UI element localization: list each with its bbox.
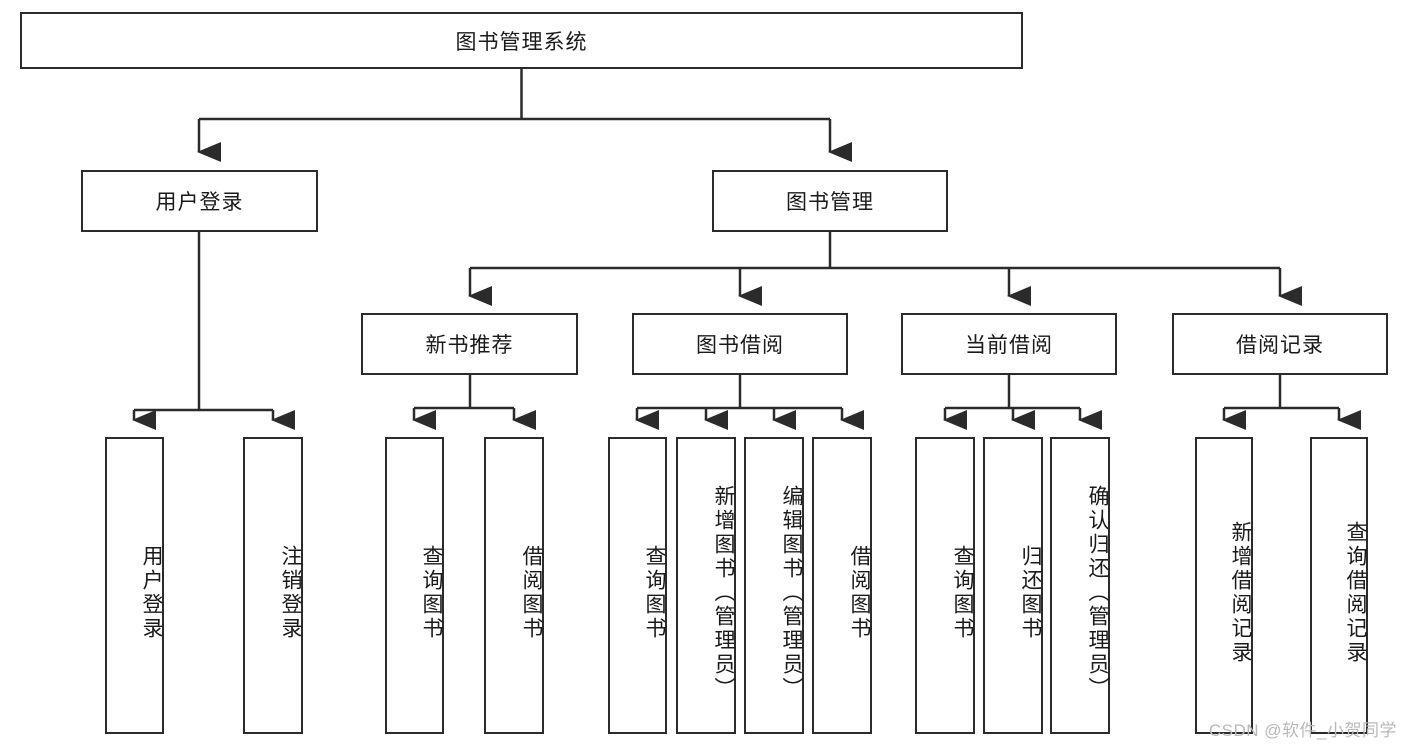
node-label: 新增借阅记录	[1229, 520, 1252, 665]
node-leaf-query-book-recommend[interactable]: 查询图书	[385, 437, 444, 734]
node-level2-book-borrow[interactable]: 图书借阅	[632, 313, 848, 375]
node-level1-user-login[interactable]: 用户登录	[81, 170, 318, 232]
node-leaf-borrow-book[interactable]: 借阅图书	[812, 437, 872, 734]
node-label: 图书管理系统	[455, 30, 588, 54]
node-leaf-query-book-current[interactable]: 查询图书	[915, 437, 975, 734]
node-label: 借阅图书	[520, 544, 543, 641]
node-label: 查询图书	[643, 544, 666, 641]
node-level2-current-borrow[interactable]: 当前借阅	[901, 313, 1117, 375]
node-leaf-borrow-book-recommend[interactable]: 借阅图书	[484, 437, 544, 734]
node-leaf-confirm-return-admin[interactable]: 确认归还（管理员）	[1050, 437, 1110, 734]
node-label: 查询图书	[951, 544, 974, 641]
node-root[interactable]: 图书管理系统	[20, 12, 1023, 69]
node-label: 新增图书（管理员）	[712, 484, 735, 701]
node-label: 图书管理	[786, 191, 874, 214]
node-label: 借阅记录	[1236, 334, 1324, 357]
node-label: 归还图书	[1019, 544, 1042, 641]
node-label: 借阅图书	[848, 544, 871, 641]
csdn-watermark: CSDN @软件_小贺同学	[1208, 721, 1397, 740]
node-leaf-edit-book-admin[interactable]: 编辑图书（管理员）	[744, 437, 804, 734]
node-label: 图书借阅	[696, 334, 784, 357]
node-leaf-add-borrow-record[interactable]: 新增借阅记录	[1195, 437, 1253, 734]
node-label: 查询图书	[420, 544, 443, 641]
node-level2-borrow-record[interactable]: 借阅记录	[1172, 313, 1388, 375]
node-leaf-user-login[interactable]: 用户登录	[105, 437, 164, 734]
node-label: 注销登录	[279, 544, 302, 641]
node-leaf-logout[interactable]: 注销登录	[243, 437, 303, 734]
node-leaf-add-book-admin[interactable]: 新增图书（管理员）	[676, 437, 736, 734]
node-label: 确认归还（管理员）	[1086, 484, 1109, 701]
node-level2-new-book-recommend[interactable]: 新书推荐	[361, 313, 578, 375]
node-label: 编辑图书（管理员）	[780, 484, 803, 701]
node-label: 用户登录	[155, 191, 244, 214]
node-leaf-return-book[interactable]: 归还图书	[983, 437, 1043, 734]
node-label: 当前借阅	[965, 334, 1053, 357]
node-leaf-query-book-borrow[interactable]: 查询图书	[608, 437, 667, 734]
node-label: 新书推荐	[425, 334, 514, 357]
node-level1-book-management[interactable]: 图书管理	[712, 170, 948, 232]
node-label: 用户登录	[140, 544, 163, 641]
node-label: 查询借阅记录	[1344, 520, 1367, 665]
node-leaf-query-borrow-record[interactable]: 查询借阅记录	[1310, 437, 1368, 734]
